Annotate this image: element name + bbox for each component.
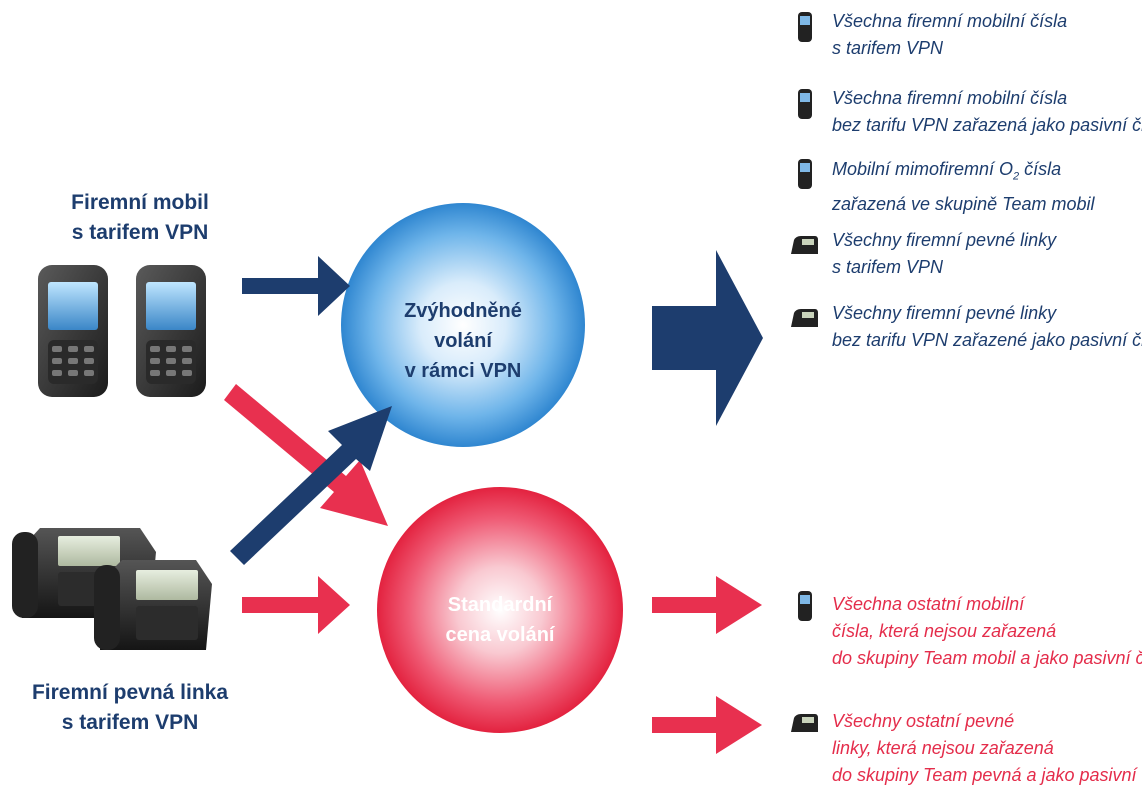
vpn-circle-line1: Zvýhodněné volání <box>404 300 522 352</box>
vpn-item-3-line1-pre: Mobilní mimofiremní O <box>832 159 1014 179</box>
vpn-item-1: Všechna firemní mobilní čísla s tarifem … <box>832 8 1067 62</box>
vpn-item-4-line1: Všechny firemní pevné linky <box>832 230 1057 250</box>
vpn-item-2-line1: Všechna firemní mobilní čísla <box>832 88 1068 108</box>
arrow-fixed-to-vpn <box>230 406 392 565</box>
arrow-vpn-to-results <box>652 250 763 426</box>
standard-circle-line2: cena volání <box>445 624 555 646</box>
vpn-item-5-line1: Všechny firemní pevné linky <box>832 303 1057 323</box>
standard-item-2: Všechny ostatní pevné linky, která nejso… <box>832 708 1142 789</box>
standard-item-2-line3: do skupiny Team pevná a jako pasivní čle… <box>832 765 1142 785</box>
vpn-item-1-line2: s tarifem VPN <box>832 38 944 58</box>
fixed-source-line2: s tarifem VPN <box>61 711 199 734</box>
vpn-circle-line2: v rámci VPN <box>404 360 522 382</box>
desk-phone-image <box>12 528 212 650</box>
vpn-circle-label: Zvýhodněné volání v rámci VPN <box>373 296 553 386</box>
standard-item-1-line1: Všechna ostatní mobilní <box>832 594 1025 614</box>
mobile-phone-icon <box>798 12 812 42</box>
vpn-item-3-line1-post: čísla <box>1019 159 1062 179</box>
standard-item-1: Všechna ostatní mobilní čísla, která nej… <box>832 591 1142 672</box>
mobile-phone-icon <box>798 591 812 621</box>
desk-phone-icon <box>791 714 818 732</box>
mobile-phone-icon <box>798 159 812 189</box>
mobile-source-line1: Firemní mobil <box>71 191 209 214</box>
arrow-mobile-to-vpn <box>242 256 350 316</box>
vpn-circle <box>341 203 585 447</box>
vpn-item-1-line1: Všechna firemní mobilní čísla <box>832 11 1068 31</box>
standard-item-1-line3: do skupiny Team mobil a jako pasivní čle… <box>832 648 1142 668</box>
vpn-item-3-line1-sub: 2 <box>1013 170 1020 183</box>
standard-item-1-line2: čísla, která nejsou zařazená <box>832 621 1057 641</box>
standard-item-2-line1: Všechny ostatní pevné <box>832 711 1015 731</box>
desk-phone-icon <box>791 236 818 254</box>
desk-phone-icon <box>791 309 818 327</box>
standard-item-2-line2: linky, která nejsou zařazená <box>832 738 1054 758</box>
vpn-item-4: Všechny firemní pevné linky s tarifem VP… <box>832 227 1056 281</box>
vpn-item-2: Všechna firemní mobilní čísla bez tarifu… <box>832 85 1142 139</box>
arrow-standard-to-mobile-results <box>652 576 762 634</box>
mobile-phone-icon <box>798 89 812 119</box>
mobile-source-line2: s tarifem VPN <box>71 221 209 244</box>
vpn-item-5: Všechny firemní pevné linky bez tarifu V… <box>832 300 1142 354</box>
fixed-source-label: Firemní pevná linka s tarifem VPN <box>10 678 250 738</box>
arrow-mobile-to-standard <box>224 384 388 526</box>
fixed-source-line1: Firemní pevná linka <box>31 681 229 704</box>
vpn-item-4-line2: s tarifem VPN <box>832 257 944 277</box>
vpn-item-3-line2: zařazená ve skupině Team mobil <box>832 193 1095 214</box>
mobile-phone-image <box>38 265 206 397</box>
arrow-standard-to-fixed-results <box>652 696 762 754</box>
mobile-source-label: Firemní mobil s tarifem VPN <box>40 188 240 248</box>
standard-circle-label: Standardní cena volání <box>410 590 590 650</box>
vpn-item-3-line1: Mobilní mimofiremní O2 čísla <box>832 156 1094 191</box>
standard-circle-line1: Standardní <box>447 594 553 616</box>
vpn-item-2-line2: bez tarifu VPN zařazená jako pasivní čle… <box>832 115 1142 135</box>
standard-circle <box>377 487 623 733</box>
vpn-item-5-line2: bez tarifu VPN zařazené jako pasivní čle… <box>832 330 1142 350</box>
vpn-item-3: Mobilní mimofiremní O2 čísla zařazená ve… <box>832 156 1094 218</box>
arrow-fixed-to-standard <box>242 576 350 634</box>
